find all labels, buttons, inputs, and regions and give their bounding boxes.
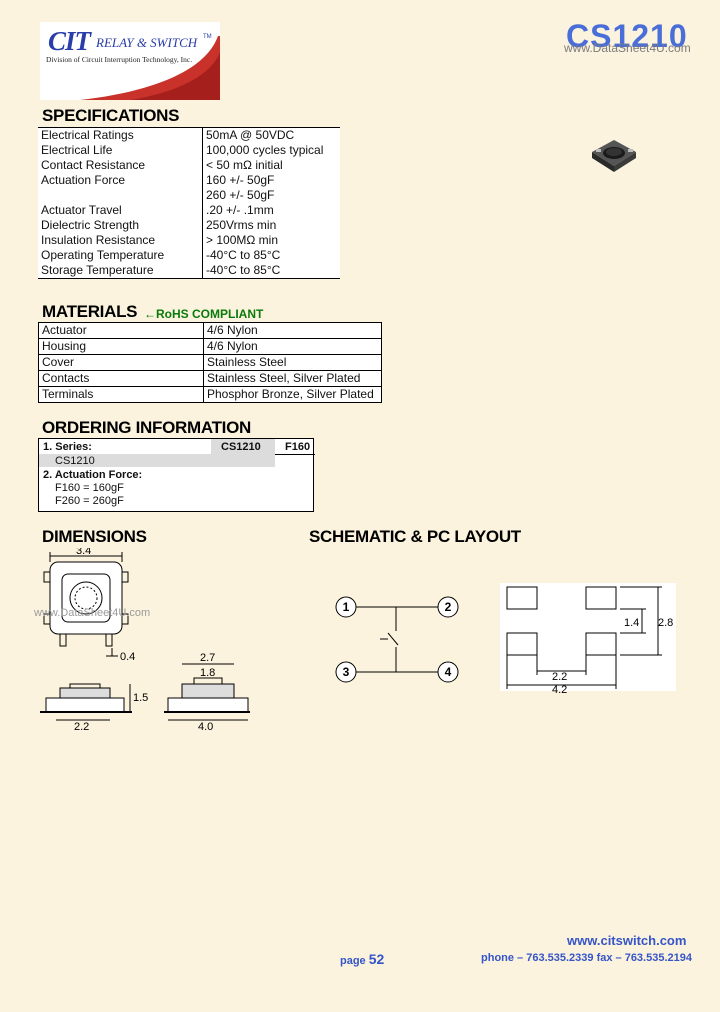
pin-label: 4	[445, 665, 452, 679]
materials-label: Cover	[38, 354, 204, 371]
ordering-code-cell	[211, 439, 275, 454]
materials-label: Actuator	[38, 322, 204, 339]
logo-trademark: TM	[203, 34, 212, 40]
specifications-row: 260 +/- 50gF	[38, 188, 340, 203]
dim-label-height: 1.5	[133, 692, 148, 704]
layout-label-pad-gap: 1.4	[624, 617, 639, 629]
logo-mark: CIT	[48, 26, 91, 56]
schematic-diagram: 1 2 3 4	[335, 596, 459, 683]
materials-label: Contacts	[38, 370, 204, 387]
footer-page-number: 52	[368, 951, 385, 967]
dim-label-pin: 0.4	[120, 651, 135, 663]
specifications-value: > 100MΩ min	[206, 233, 278, 247]
ordering-force-option: F260 = 260gF	[55, 495, 124, 507]
dimensions-heading: DIMENSIONS	[42, 527, 147, 546]
specifications-heading: SPECIFICATIONS	[42, 106, 180, 125]
specifications-row: Insulation Resistance> 100MΩ min	[38, 233, 340, 248]
footer-contact: phone – 763.535.2339 fax – 763.535.2194	[481, 952, 692, 964]
logo-subtitle: RELAY & SWITCH	[96, 35, 198, 50]
layout-label-outer-width: 4.2	[552, 684, 567, 695]
specifications-value: .20 +/- .1mm	[206, 203, 274, 217]
specifications-label: Actuator Travel	[38, 203, 203, 218]
footer-page: page 52	[340, 951, 384, 967]
pin-label: 1	[343, 600, 350, 614]
company-logo: CIT RELAY & SWITCH TM Division of Circui…	[40, 22, 220, 100]
materials-value: Stainless Steel, Silver Plated	[203, 370, 382, 387]
specifications-label: Contact Resistance	[38, 158, 203, 173]
specifications-label: Electrical Ratings	[38, 127, 203, 143]
materials-value: Phosphor Bronze, Silver Plated	[203, 386, 382, 403]
ordering-box: 1. Series: CS1210 F160 CS1210 2. Actuati…	[38, 438, 315, 512]
specifications-label: Operating Temperature	[38, 248, 203, 263]
ordering-force-code: F160	[285, 441, 311, 453]
ordering-series-option: CS1210	[55, 455, 95, 467]
dim-label-top-width: 3.4	[76, 548, 91, 557]
specifications-row: Contact Resistance< 50 mΩ initial	[38, 158, 340, 173]
specifications-value: 250Vrms min	[206, 218, 277, 232]
specifications-value: < 50 mΩ initial	[206, 158, 283, 172]
specifications-row: Storage Temperature-40°C to 85°C	[38, 263, 340, 279]
dim-label-base-width: 2.2	[74, 721, 89, 733]
dimensions-drawing: 3.4 0.4 1.5 2.2 2.7 1.8 4.0	[40, 548, 250, 733]
specifications-value: 260 +/- 50gF	[206, 188, 275, 202]
specifications-value: 50mA @ 50VDC	[206, 128, 295, 142]
specifications-value: -40°C to 85°C	[206, 248, 281, 262]
watermark-mid: www.DataSheet4U.com	[34, 607, 151, 619]
specifications-label	[38, 188, 203, 203]
product-photo	[592, 140, 636, 172]
specifications-label: Electrical Life	[38, 143, 203, 158]
materials-value: Stainless Steel	[203, 354, 382, 371]
ordering-force-option: F160 = 160gF	[55, 482, 124, 494]
specifications-value: 100,000 cycles typical	[206, 143, 324, 157]
pc-layout-drawing: 1.4 2.8 2.2 4.2	[500, 583, 676, 695]
footer-website-link[interactable]: www.citswitch.com	[567, 933, 687, 948]
footer-page-label: page	[340, 955, 366, 967]
pin-label: 3	[343, 665, 350, 679]
materials-label: Housing	[38, 338, 204, 355]
ordering-series-highlight	[39, 454, 275, 467]
specifications-label: Insulation Resistance	[38, 233, 203, 248]
watermark-top: www.DataSheet4U.com	[564, 41, 691, 55]
specifications-label: Storage Temperature	[38, 263, 203, 279]
specifications-value: 160 +/- 50gF	[206, 173, 275, 187]
ordering-series-label: 1. Series:	[43, 441, 92, 453]
ordering-series-code: CS1210	[221, 441, 261, 453]
part-number-title: CS1210	[566, 18, 688, 54]
materials-label: Terminals	[38, 386, 204, 403]
layout-label-height: 2.8	[658, 617, 673, 629]
specifications-label: Dielectric Strength	[38, 218, 203, 233]
dim-label-cap-width: 2.7	[200, 652, 215, 664]
schematic-heading: SCHEMATIC & PC LAYOUT	[309, 527, 521, 546]
rohs-compliant-label: ←RoHS COMPLIANT	[144, 307, 264, 321]
ordering-force-label: 2. Actuation Force:	[43, 469, 143, 481]
materials-value: 4/6 Nylon	[203, 322, 382, 339]
dim-label-cap-inner: 1.8	[200, 667, 215, 679]
logo-swoosh-graphic	[80, 36, 220, 100]
layout-label-inner-width: 2.2	[552, 671, 567, 683]
specifications-row: Operating Temperature-40°C to 85°C	[38, 248, 340, 263]
specifications-value: -40°C to 85°C	[206, 263, 281, 277]
specifications-row: Actuator Travel.20 +/- .1mm	[38, 203, 340, 218]
dim-label-total-width: 4.0	[198, 721, 213, 733]
pin-label: 2	[445, 600, 452, 614]
materials-value: 4/6 Nylon	[203, 338, 382, 355]
logo-division-text: Division of Circuit Interruption Technol…	[46, 55, 193, 64]
materials-heading: MATERIALS	[42, 302, 138, 321]
ordering-heading: ORDERING INFORMATION	[42, 418, 252, 437]
specifications-label: Actuation Force	[38, 173, 203, 188]
